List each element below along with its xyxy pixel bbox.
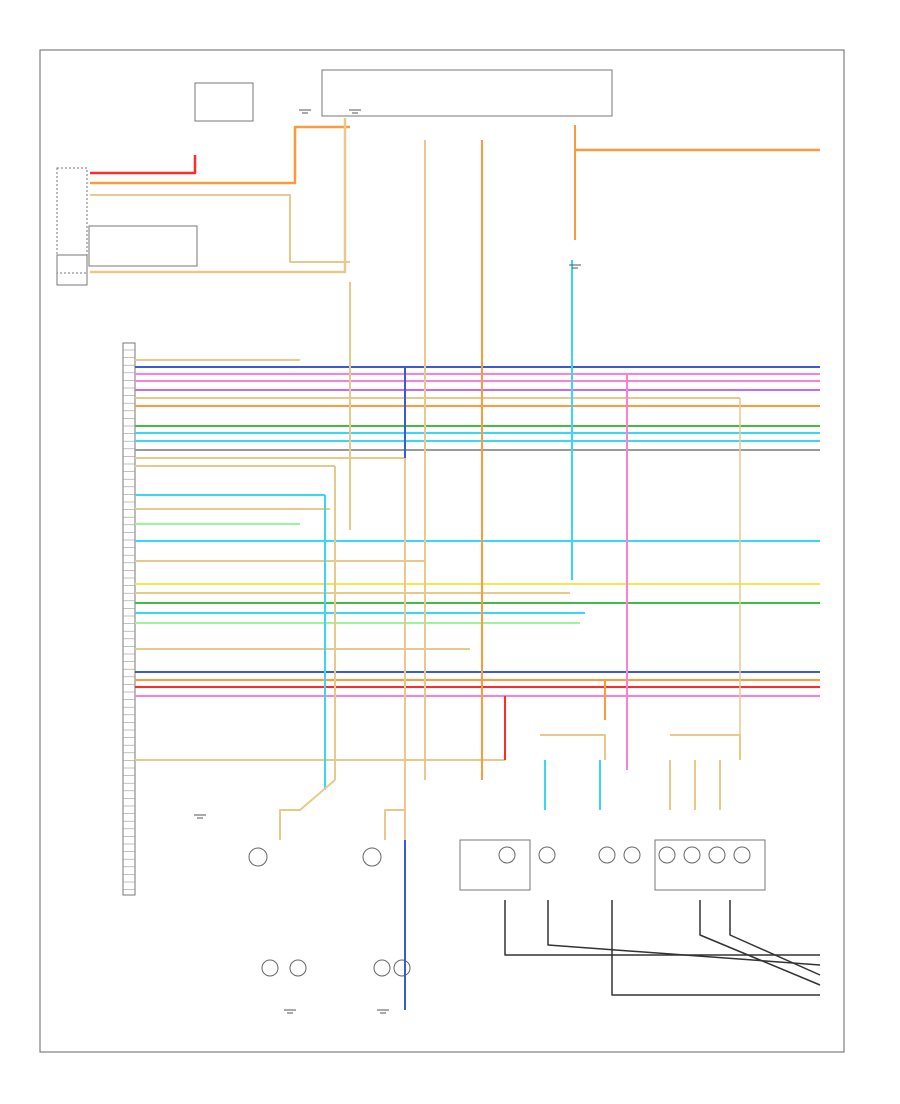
bcm-pin-ticks xyxy=(123,349,135,890)
feed-red-headlamp xyxy=(90,155,197,175)
front-feed-right xyxy=(384,809,405,840)
fuse-block xyxy=(194,69,613,122)
ground-bus-black-1 xyxy=(504,900,820,956)
ground-bus-black-3 xyxy=(611,900,820,996)
feed-tan-loop xyxy=(90,194,350,263)
rear-lamp-assembly-left xyxy=(459,839,641,891)
ground-bus-black-2 xyxy=(547,900,821,966)
front-lamp-right xyxy=(362,847,411,977)
rear-lamp-assembly-right xyxy=(654,839,766,891)
rear-branch-tan xyxy=(540,734,606,760)
diagram-frame xyxy=(39,49,845,1053)
rear-branch-tan-right xyxy=(670,734,741,760)
front-feed-left xyxy=(279,779,336,840)
lighting-control-module xyxy=(56,167,198,286)
wire-harness xyxy=(90,118,821,1010)
feed-orange-top xyxy=(90,125,350,185)
ground-bus-black-5 xyxy=(729,900,821,976)
body-control-module xyxy=(122,342,136,896)
ground-symbols xyxy=(194,109,581,1014)
front-lamp-left xyxy=(248,847,307,977)
feed-tan-park xyxy=(90,118,347,274)
ground-bus-black-4 xyxy=(699,900,821,986)
